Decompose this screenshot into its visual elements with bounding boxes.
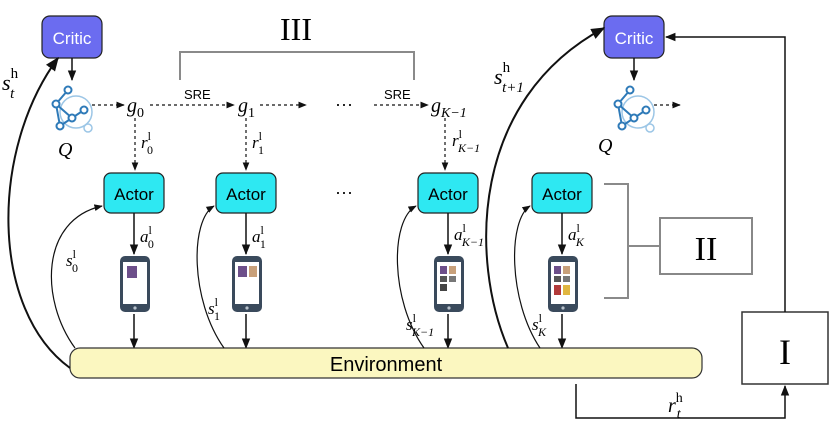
critic-left-label: Critic	[53, 29, 92, 48]
svg-text:gK−1: gK−1	[431, 95, 467, 121]
sre-label-2: SRE	[384, 87, 411, 102]
phone-icon-k-1	[434, 256, 464, 312]
sre-label-1: SRE	[184, 87, 211, 102]
state-s1-arrow	[196, 205, 225, 349]
actor-box-k-1[interactable]: Actor	[417, 172, 479, 214]
phone-icon-k	[548, 256, 578, 312]
actor-box-1[interactable]: Actor	[215, 172, 277, 214]
bracket-three: III	[179, 11, 415, 80]
critic-right[interactable]: Critic	[603, 15, 665, 59]
critic-right-label: Critic	[615, 29, 654, 48]
goal-gk-1: gK−1	[431, 95, 467, 121]
goal-g0: g0	[127, 95, 144, 121]
state-s0-arrow	[50, 204, 103, 349]
ellipsis-goals: ···	[335, 94, 353, 114]
actor-box-0[interactable]: Actor	[103, 172, 165, 214]
actor-label-k: Actor	[542, 185, 582, 204]
actor-label-1: Actor	[226, 185, 266, 204]
state-high-left-arrow	[7, 56, 71, 369]
q-label-right: Q	[598, 135, 613, 157]
phone-icon-0	[120, 256, 150, 312]
actor-label-0: Actor	[114, 185, 154, 204]
q-network-icon-left	[51, 85, 93, 133]
svg-text:g0: g0	[127, 95, 144, 121]
state-sk-arrow	[513, 205, 541, 349]
box-label-three: III	[280, 11, 312, 47]
box-one: I	[741, 311, 829, 385]
state-sk-1-arrow	[396, 205, 425, 349]
critic-left[interactable]: Critic	[41, 15, 103, 59]
actor-box-k[interactable]: Actor	[531, 172, 593, 214]
box-one-to-critic-arrow	[664, 32, 786, 312]
ellipsis-actors: ···	[335, 182, 353, 202]
phone-icon-1	[232, 256, 262, 312]
q-network-icon-right	[613, 85, 655, 133]
env-to-box-one-arrow	[575, 384, 790, 419]
environment-label: Environment	[330, 354, 443, 376]
box-label-one: I	[779, 332, 791, 372]
box-two: II	[659, 217, 753, 275]
bracket-two	[604, 183, 660, 299]
svg-text:g1: g1	[238, 95, 255, 121]
actor-label-k-1: Actor	[428, 185, 468, 204]
state-high-right-arrow	[485, 27, 606, 349]
goal-g1: g1	[238, 95, 255, 121]
q-label-left: Q	[58, 139, 73, 161]
environment-box[interactable]: Environment	[69, 347, 703, 379]
box-label-two: II	[695, 231, 718, 268]
